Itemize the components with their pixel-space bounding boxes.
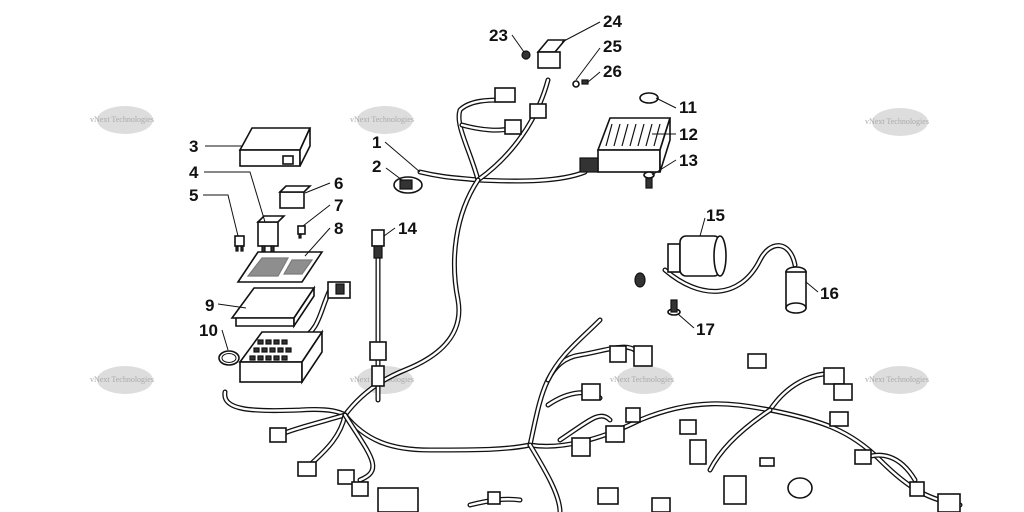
callout-labels: 3 4 5 6 7 8 9 10 1 2 14 11 12 13 15 16 1… bbox=[189, 12, 839, 340]
inline-fuse-holder bbox=[393, 176, 423, 194]
callout-23: 23 bbox=[489, 26, 508, 45]
watermark-6: vNext Technologies bbox=[610, 366, 674, 394]
callout-5: 5 bbox=[189, 186, 198, 205]
regulator-spacer bbox=[639, 92, 659, 104]
callout-9: 9 bbox=[205, 296, 214, 315]
callout-4: 4 bbox=[189, 163, 199, 182]
fuse-mini-right bbox=[297, 225, 306, 239]
solenoid-screw bbox=[667, 299, 681, 316]
svg-text:vNext Technologies: vNext Technologies bbox=[610, 375, 674, 384]
callout-7: 7 bbox=[334, 196, 343, 215]
watermark-3: vNext Technologies bbox=[865, 108, 929, 136]
watermark-7: vNext Technologies bbox=[865, 366, 929, 394]
watermark-4: vNext Technologies bbox=[90, 366, 154, 394]
callout-25: 25 bbox=[603, 37, 622, 56]
svg-text:vNext Technologies: vNext Technologies bbox=[90, 375, 154, 384]
callout-15: 15 bbox=[706, 206, 725, 225]
callout-6: 6 bbox=[334, 174, 343, 193]
relay-small bbox=[278, 185, 312, 209]
svg-text:vNext Technologies: vNext Technologies bbox=[90, 115, 154, 124]
callout-10: 10 bbox=[199, 321, 218, 340]
callout-2: 2 bbox=[372, 157, 381, 176]
callout-13: 13 bbox=[679, 151, 698, 170]
svg-text:vNext Technologies: vNext Technologies bbox=[865, 117, 929, 126]
callout-11: 11 bbox=[679, 98, 697, 117]
svg-text:vNext Technologies: vNext Technologies bbox=[865, 375, 929, 384]
power-outlet bbox=[785, 266, 807, 314]
leader-lines bbox=[203, 21, 819, 351]
callout-1: 1 bbox=[372, 133, 381, 152]
fuse-box-cover bbox=[238, 127, 312, 167]
voltage-regulator bbox=[579, 117, 672, 173]
fuse-mini-left bbox=[234, 235, 245, 252]
callout-8: 8 bbox=[334, 219, 343, 238]
starter-solenoid bbox=[634, 235, 727, 288]
watermark-2: vNext Technologies bbox=[350, 106, 414, 134]
callout-3: 3 bbox=[189, 137, 198, 156]
fuse-box-base bbox=[238, 329, 324, 385]
ring-clip bbox=[218, 350, 240, 366]
callout-26: 26 bbox=[603, 62, 622, 81]
svg-text:vNext Technologies: vNext Technologies bbox=[350, 115, 414, 124]
callout-12: 12 bbox=[679, 125, 698, 144]
callout-14: 14 bbox=[398, 219, 417, 238]
callout-17: 17 bbox=[696, 320, 715, 339]
watermark-1: vNext Technologies bbox=[90, 106, 154, 134]
fuse-box-connector bbox=[327, 281, 351, 299]
regulator-screw bbox=[643, 171, 655, 189]
oxygen-sensor bbox=[369, 229, 387, 387]
callout-24: 24 bbox=[603, 12, 622, 31]
relay-large bbox=[256, 215, 286, 255]
harness-connectors bbox=[269, 87, 961, 512]
bracket-assembly bbox=[521, 39, 589, 88]
fuse-label-card bbox=[236, 251, 324, 283]
callout-16: 16 bbox=[820, 284, 839, 303]
gasket bbox=[230, 285, 316, 329]
